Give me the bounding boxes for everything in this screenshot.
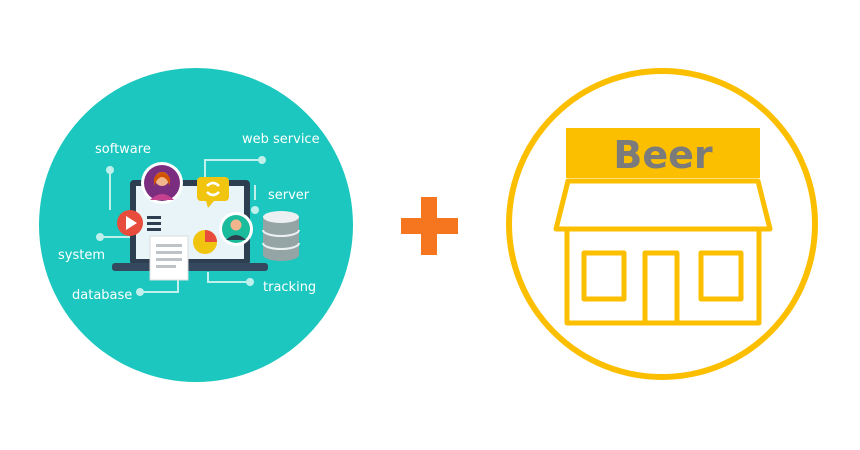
plus-icon xyxy=(401,197,458,255)
label-system: system xyxy=(58,248,105,263)
connector-dots xyxy=(96,156,266,296)
beer-store-illustration: Beer xyxy=(506,68,818,380)
label-software: software xyxy=(95,142,151,157)
label-server: server xyxy=(268,188,310,203)
system-illustration: software web service server system datab… xyxy=(39,68,353,382)
document-icon xyxy=(149,235,189,281)
pie-chart-icon xyxy=(193,230,217,254)
male-avatar-icon xyxy=(219,212,253,246)
label-tracking: tracking xyxy=(263,280,316,295)
beer-sign xyxy=(566,128,760,178)
play-icon xyxy=(117,210,143,236)
label-web-service: web service xyxy=(242,132,320,147)
chat-bubble-icon xyxy=(197,177,229,208)
female-avatar-icon xyxy=(141,162,183,204)
server-icon xyxy=(262,211,300,261)
label-database: database xyxy=(72,288,132,303)
beer-sign-text: Beer xyxy=(613,133,713,177)
list-lines-icon xyxy=(147,216,161,231)
store-outline-icon xyxy=(553,178,773,326)
